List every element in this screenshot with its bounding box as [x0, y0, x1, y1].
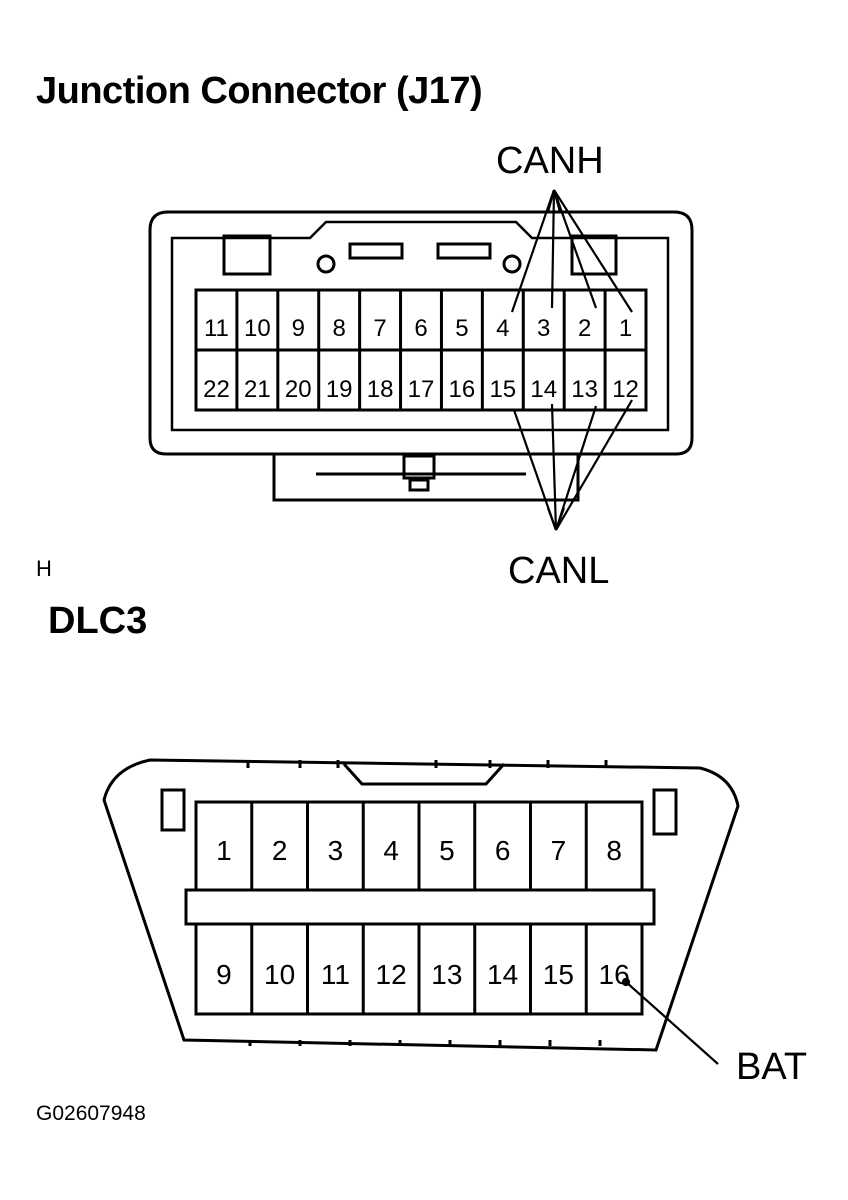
j17-latch-left: [222, 234, 272, 276]
dlc3-pin-4: 4: [383, 835, 399, 866]
dlc3-separator-bar: [184, 888, 656, 926]
canl-leader-12: [555, 399, 633, 531]
dlc3-pin-3: 3: [328, 835, 344, 866]
dlc3-pin-11: 11: [321, 959, 350, 990]
dlc3-pin-12: 12: [376, 959, 407, 990]
bat-leader: [625, 981, 719, 1065]
dlc3-bottom-ribs: [248, 1040, 602, 1046]
dlc3-side-tab-left: [160, 788, 186, 832]
j17-pin-1: 1: [619, 315, 632, 342]
dlc3-pin-14: 14: [487, 959, 518, 990]
j17-pin-19: 19: [326, 376, 353, 403]
section-marker: H: [36, 556, 52, 581]
canh-leader-4: [510, 189, 556, 313]
canh-label: CANH: [496, 140, 604, 182]
dlc3-pin-1: 1: [216, 835, 232, 866]
j17-pin-16: 16: [449, 376, 476, 403]
j17-pin-12: 12: [612, 376, 639, 403]
dlc3-housing: [102, 758, 740, 1052]
j17-bottom-tab: [272, 454, 580, 502]
dlc3-pin-10: 10: [264, 959, 295, 990]
j17-pin-14: 14: [530, 376, 557, 403]
canh-leader-2: [552, 189, 598, 309]
j17-title: Junction Connector (J17): [36, 70, 483, 112]
j17-pin-9: 9: [292, 315, 305, 342]
canh-leader-3: [550, 189, 556, 309]
j17-housing-inner: [170, 220, 670, 432]
bat-label: BAT: [736, 1046, 808, 1088]
dlc3-pin-9: 9: [216, 959, 232, 990]
j17-pin-5: 5: [455, 315, 468, 342]
j17-pin-8: 8: [333, 315, 346, 342]
j17-pin-20: 20: [285, 376, 312, 403]
j17-pin-7: 7: [373, 315, 386, 342]
j17-pin-6: 6: [414, 315, 427, 342]
canl-leader-14: [550, 403, 558, 531]
j17-hole-left: [316, 254, 336, 274]
j17-pin-18: 18: [367, 376, 394, 403]
figure-code: G02607948: [36, 1102, 146, 1125]
j17-pin-10: 10: [244, 315, 271, 342]
dlc3-pin-6: 6: [495, 835, 511, 866]
canh-leader-1: [553, 189, 633, 313]
j17-pin-13: 13: [571, 376, 598, 403]
dlc3-pin-5: 5: [439, 835, 455, 866]
j17-pin-11: 11: [204, 315, 229, 342]
j17-tab-notch: [402, 454, 436, 480]
dlc3-pin-2: 2: [272, 835, 288, 866]
dlc3-key: [342, 762, 506, 786]
j17-pin-2: 2: [578, 315, 591, 342]
dlc3-pin-15: 15: [543, 959, 574, 990]
j17-key-right: [436, 242, 492, 260]
j17-pin-15: 15: [489, 376, 516, 403]
dlc3-pin-7: 7: [551, 835, 567, 866]
j17-hole-right: [502, 254, 522, 274]
j17-pin-21: 21: [244, 376, 271, 403]
j17-housing-outer: [148, 210, 694, 456]
dlc3-side-tab-right: [652, 788, 678, 836]
canl-label: CANL: [508, 550, 610, 592]
j17-pin-3: 3: [537, 315, 550, 342]
j17-key-left: [348, 242, 404, 260]
j17-pin-4: 4: [496, 315, 509, 342]
dlc3-top-tabs: [246, 760, 608, 768]
dlc3-pin-13: 13: [431, 959, 462, 990]
j17-latch-right: [570, 234, 618, 276]
j17-pin-22: 22: [203, 376, 230, 403]
dlc3-title: DLC3: [48, 600, 148, 642]
dlc3-pin-8: 8: [606, 835, 622, 866]
j17-pin-17: 17: [408, 376, 435, 403]
